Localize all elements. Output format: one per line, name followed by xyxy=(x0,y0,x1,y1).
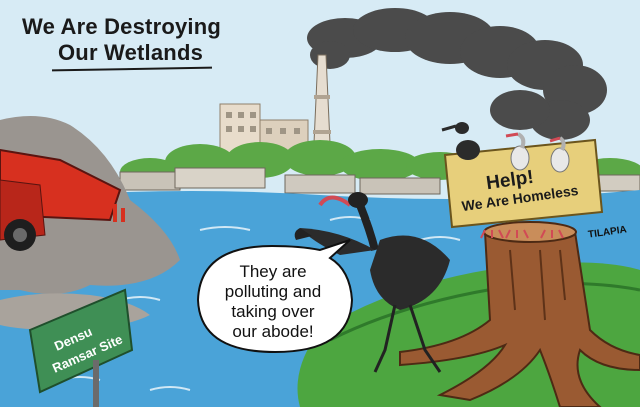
ibis-bird xyxy=(294,192,450,373)
dump-truck xyxy=(0,148,125,251)
speech-line-3: taking over xyxy=(231,302,315,321)
speech-line-1: They are xyxy=(239,262,307,281)
title-line-2: Our Wetlands xyxy=(58,40,204,65)
speech-bubble-shape xyxy=(196,239,354,354)
site-signpost xyxy=(28,288,134,407)
small-birds xyxy=(441,122,570,173)
speech-line-4: our abode! xyxy=(232,322,314,341)
title-line-1: We Are Destroying xyxy=(22,14,222,39)
speech-line-2: polluting and xyxy=(224,282,322,301)
bird-feet xyxy=(480,229,564,239)
speech-bubble-text: They are polluting and taking over our a… xyxy=(198,262,348,342)
